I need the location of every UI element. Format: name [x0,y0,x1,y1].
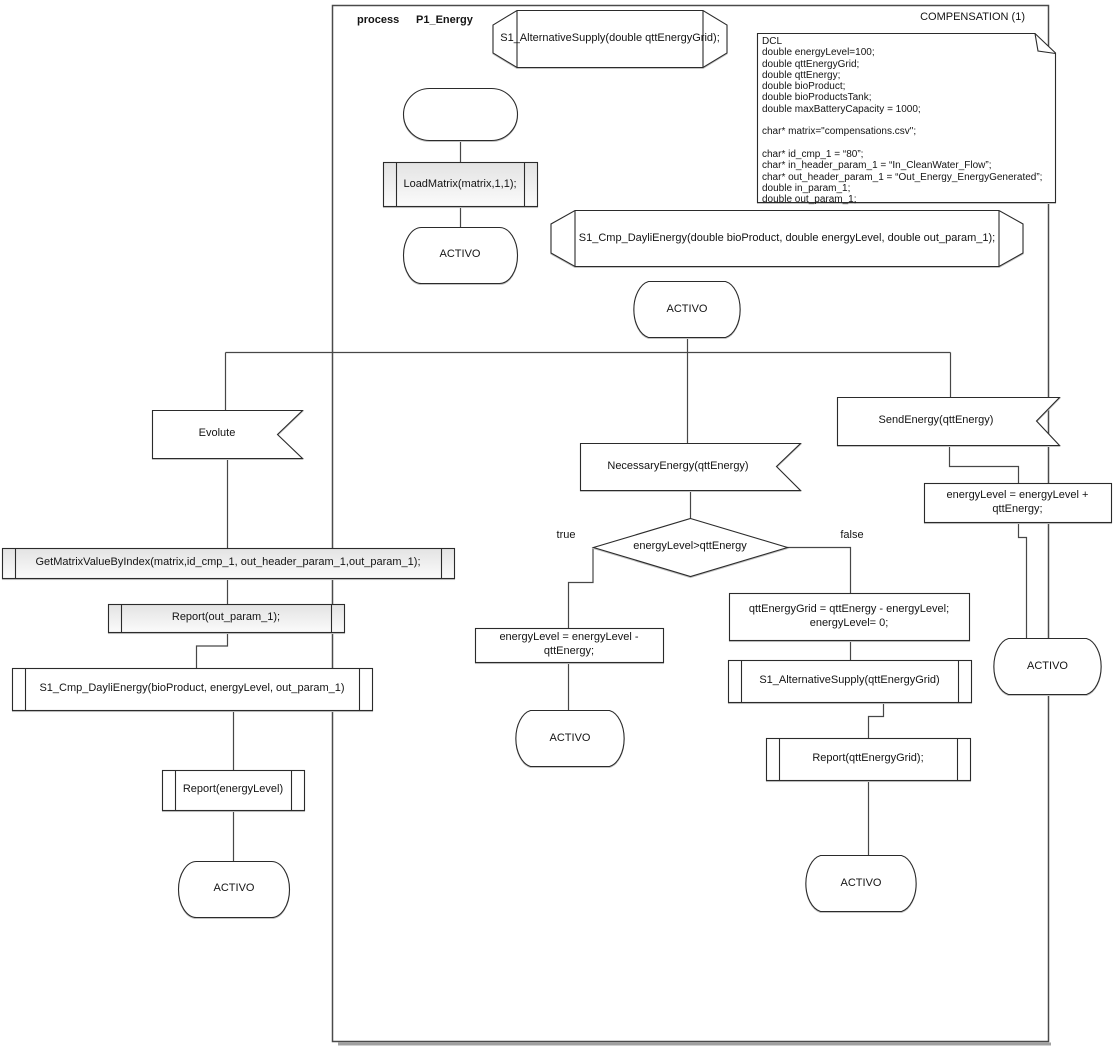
connector-report-cmpcall [195,632,229,668]
input-shape-necessary-energy[interactable] [579,442,802,492]
connector-send-add [948,445,1020,483]
state-shape-activo-main[interactable] [633,280,741,339]
procedure-shape-cmp-dayli-call[interactable] [11,667,374,712]
signal-shape-cmp-dayli-decl[interactable] [550,209,1024,268]
procedure-shape-report-out-param[interactable] [107,603,346,634]
procedure-shape-load-matrix[interactable] [382,161,539,208]
state-shape-activo-left[interactable] [177,860,291,919]
task-shape-add[interactable] [923,482,1113,524]
dcl-note-shape[interactable] [756,32,1057,204]
connector-true-branch [567,547,594,628]
connector-altsupply-report [867,702,885,738]
process-frame [331,4,1050,1043]
state-shape-activo-start[interactable] [402,226,519,285]
procedure-shape-report-energy-level[interactable] [161,769,306,812]
state-shape-activo-bottom[interactable] [805,854,917,913]
procedure-shape-report-qtt-grid[interactable] [765,737,972,782]
task-shape-grid[interactable] [728,592,971,642]
decision-shape-energy-level[interactable] [591,517,790,578]
task-shape-subtract[interactable] [474,627,665,664]
state-shape-activo-right[interactable] [993,637,1102,696]
start-shape[interactable] [402,87,519,142]
connector-false-branch [787,546,852,593]
state-shape-activo-middle[interactable] [515,709,625,768]
connector-add-activo-right [1017,522,1028,638]
input-shape-send-energy[interactable] [836,396,1061,447]
procedure-shape-get-matrix-value[interactable] [1,547,456,580]
connectors [195,140,1028,861]
procedure-shape-alternative-supply-call[interactable] [727,659,973,704]
input-shape-evolute[interactable] [151,409,304,460]
signal-shape-alternative-supply-decl[interactable] [492,9,728,69]
